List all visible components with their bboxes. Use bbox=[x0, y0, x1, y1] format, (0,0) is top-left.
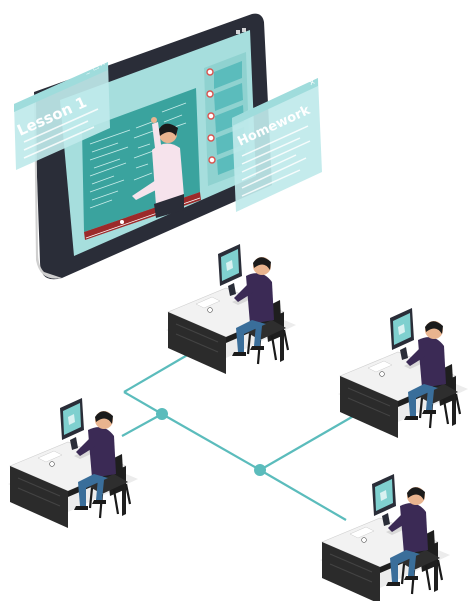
lesson-panel[interactable]: _ □ × Lesson 1 bbox=[14, 58, 110, 170]
student-at-desk-right bbox=[336, 306, 470, 440]
student-at-desk-top bbox=[164, 242, 298, 376]
student-at-desk-left bbox=[6, 396, 140, 530]
student-at-desk-bottom bbox=[318, 472, 452, 605]
teacher-figure bbox=[132, 117, 184, 218]
panel-minimize-icon[interactable]: _ bbox=[83, 66, 91, 75]
network-lines bbox=[121, 349, 365, 521]
network-node bbox=[156, 408, 168, 420]
network-node bbox=[254, 464, 266, 476]
homework-panel[interactable]: × Homework bbox=[232, 77, 322, 212]
panel-maximize-icon[interactable]: □ bbox=[91, 62, 100, 72]
panel-close-icon[interactable]: × bbox=[97, 58, 107, 69]
panel-close-icon[interactable]: × bbox=[307, 77, 317, 88]
